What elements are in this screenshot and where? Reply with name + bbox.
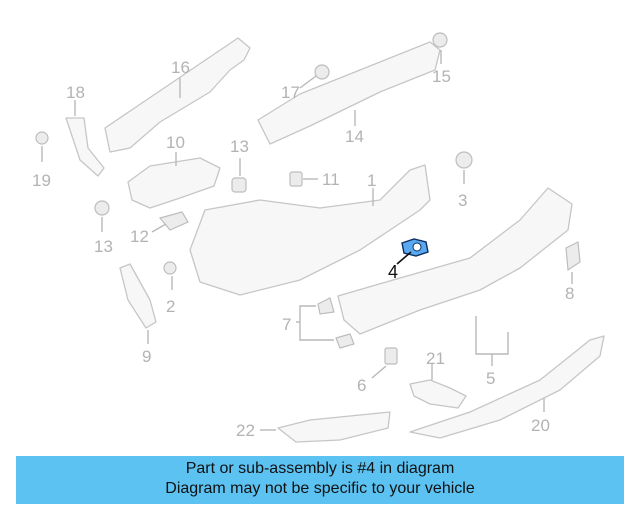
banner-line-1: Part or sub-assembly is #4 in diagram bbox=[185, 460, 455, 477]
part-15-bolt bbox=[432, 32, 448, 48]
callout-1: 1 bbox=[367, 171, 376, 190]
part-5-lower-cover bbox=[337, 187, 573, 335]
callout-17: 17 bbox=[281, 83, 300, 102]
part-20-diffuser bbox=[409, 335, 605, 439]
part-8-reflector bbox=[565, 241, 581, 272]
parts-diagram: 16 14 17 15 18 19 10 13 11 13 12 1 3 4 bbox=[32, 32, 605, 443]
part-9-guard bbox=[119, 263, 157, 329]
callout-12: 12 bbox=[130, 227, 149, 246]
callout-6: 6 bbox=[357, 376, 366, 395]
callout-19: 19 bbox=[32, 171, 51, 190]
part-11-bolt bbox=[289, 171, 303, 187]
banner-line-2: Diagram may not be specific to your vehi… bbox=[165, 480, 475, 497]
callout-16: 16 bbox=[171, 58, 190, 77]
callout-2: 2 bbox=[166, 297, 175, 316]
part-18-bracket bbox=[65, 117, 105, 177]
callout-13b: 13 bbox=[94, 237, 113, 256]
info-banner: Part or sub-assembly is #4 in diagram Di… bbox=[16, 456, 624, 504]
callout-5: 5 bbox=[486, 369, 495, 388]
callout-22: 22 bbox=[236, 421, 255, 440]
part-7-reflector-upper bbox=[317, 297, 335, 315]
part-13-nut-upper bbox=[231, 177, 247, 193]
part-14-reinforcement bbox=[257, 41, 441, 145]
callout-13a: 13 bbox=[230, 137, 249, 156]
callout-20: 20 bbox=[531, 416, 550, 435]
part-22-reflector bbox=[277, 411, 391, 443]
part-19-screw bbox=[35, 131, 49, 145]
callout-3: 3 bbox=[458, 191, 467, 210]
callout-18: 18 bbox=[66, 83, 85, 102]
callout-21: 21 bbox=[426, 349, 445, 368]
callout-15: 15 bbox=[432, 67, 451, 86]
callout-4: 4 bbox=[388, 262, 398, 282]
part-3-clip bbox=[455, 151, 473, 169]
part-2-screw bbox=[163, 261, 177, 275]
callout-7: 7 bbox=[282, 315, 291, 334]
part-16-bracket bbox=[104, 37, 251, 153]
part-13-grommet-lower bbox=[94, 200, 110, 216]
part-1-bumper-cover bbox=[189, 164, 431, 296]
part-17-clip bbox=[314, 64, 330, 80]
callout-9: 9 bbox=[142, 347, 151, 366]
callout-11: 11 bbox=[322, 170, 340, 189]
part-4-highlighted-face bbox=[412, 242, 422, 252]
callout-10: 10 bbox=[166, 133, 185, 152]
part-7-reflector-lower bbox=[335, 333, 355, 349]
part-10-bracket bbox=[127, 157, 221, 209]
part-6-screw bbox=[384, 347, 398, 365]
part-21-bracket bbox=[409, 379, 467, 409]
callout-8: 8 bbox=[565, 284, 574, 303]
part-12-retainer bbox=[158, 211, 189, 231]
callout-14: 14 bbox=[345, 127, 364, 146]
